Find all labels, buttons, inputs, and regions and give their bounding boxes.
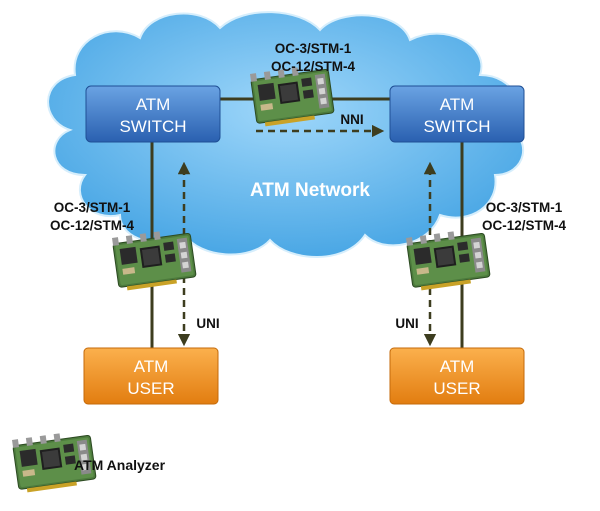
left-access-label-line2: OC-12/STM-4 bbox=[50, 218, 135, 233]
legend-label: ATM Analyzer bbox=[74, 457, 166, 473]
switch-left-line1: ATM bbox=[136, 95, 171, 114]
atm-switch-right: ATM SWITCH bbox=[389, 85, 525, 143]
nni-label: NNI bbox=[340, 112, 363, 127]
network-label: ATM Network bbox=[250, 180, 370, 201]
legend: ATM Analyzer bbox=[11, 428, 166, 494]
trunk-link-label-line1: OC-3/STM-1 bbox=[275, 41, 352, 56]
left-access-label-line1: OC-3/STM-1 bbox=[54, 200, 131, 215]
right-access-label-line2: OC-12/STM-4 bbox=[482, 218, 567, 233]
switch-right-line2: SWITCH bbox=[423, 117, 490, 136]
uni-left-label: UNI bbox=[196, 316, 219, 331]
user-left-line1: ATM bbox=[134, 357, 169, 376]
user-right-line1: ATM bbox=[440, 357, 475, 376]
user-right-line2: USER bbox=[433, 379, 480, 398]
right-access-label-line1: OC-3/STM-1 bbox=[486, 200, 563, 215]
switch-left-line2: SWITCH bbox=[119, 117, 186, 136]
atm-switch-left: ATM SWITCH bbox=[85, 85, 221, 143]
switch-right-line1: ATM bbox=[440, 95, 475, 114]
uni-right-label: UNI bbox=[395, 316, 418, 331]
user-left-line2: USER bbox=[127, 379, 174, 398]
atm-user-left: ATM USER bbox=[83, 347, 219, 405]
trunk-link-label-line2: OC-12/STM-4 bbox=[271, 59, 356, 74]
atm-user-right: ATM USER bbox=[389, 347, 525, 405]
